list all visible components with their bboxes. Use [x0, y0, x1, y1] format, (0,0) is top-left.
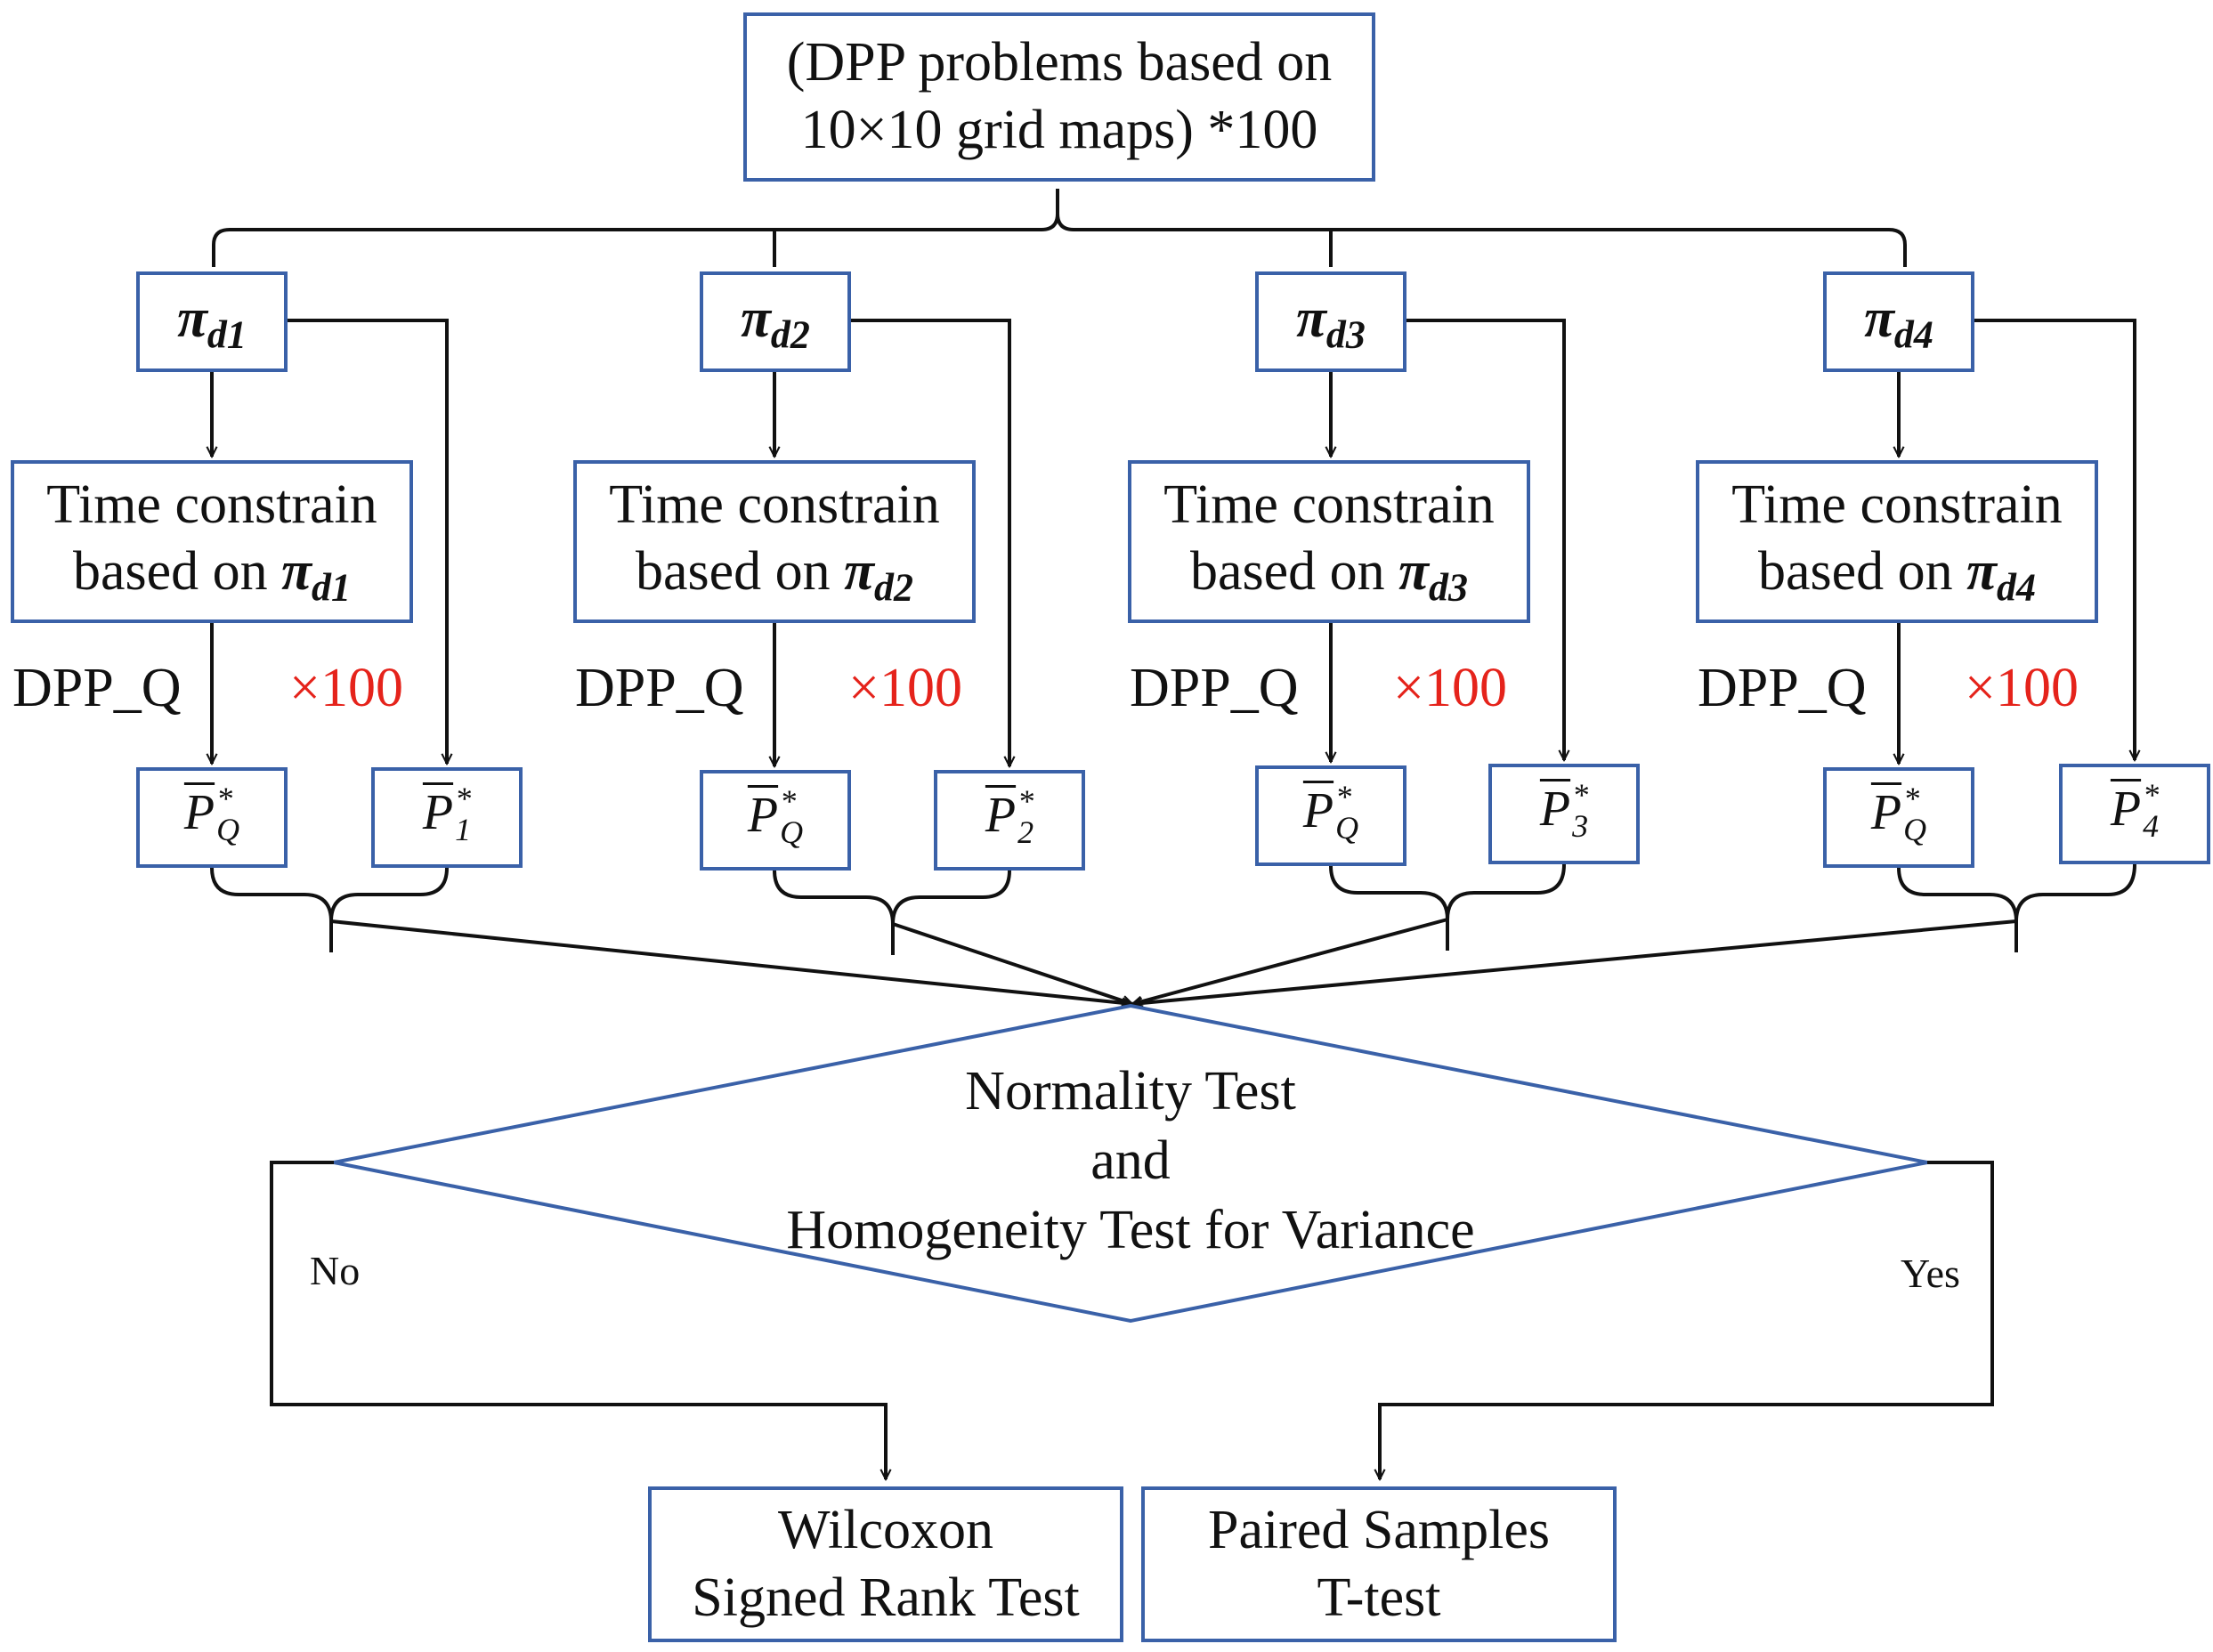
merge-arrow-d2: [892, 922, 1132, 1004]
p-q-box-d3: P*Q: [1255, 765, 1406, 866]
time-constrain-d3-box: Time constrain based on πd3: [1128, 460, 1530, 623]
decision-diamond: [333, 1003, 1928, 1324]
times-100-label-d3: ×100: [1393, 658, 1507, 718]
p-q-value-d4: P*Q: [1870, 781, 1927, 847]
decision-text: Normality Test and Homogeneity Test for …: [690, 1064, 1571, 1277]
time-constrain-d1-line1: Time constrain: [46, 474, 377, 535]
time-constrain-d2-line1: Time constrain: [609, 474, 940, 535]
no-label: No: [310, 1248, 361, 1293]
time-constrain-d4-line1: Time constrain: [1731, 474, 2063, 535]
time-constrain-d4-box: Time constrain based on πd4: [1696, 460, 2098, 623]
no-branch-line: [270, 1161, 886, 1479]
p-4-value: P*4: [2110, 777, 2160, 844]
pi-d4-label: πd4: [1864, 287, 1933, 356]
p-q-box-d2: P*Q: [700, 770, 851, 871]
merge-arrow-d1: [330, 919, 1132, 1004]
time-constrain-d3-line1: Time constrain: [1163, 474, 1495, 535]
time-constrain-d3-line2: based on πd3: [1189, 541, 1469, 610]
decision-line1: Normality Test: [965, 1061, 1296, 1122]
time-constrain-d4-line2: based on πd4: [1757, 541, 2037, 610]
arrow-pi-to-p1: [288, 319, 447, 764]
yes-branch-line: [1380, 1161, 1994, 1479]
paired-samples-box: Paired Samples T-test: [1141, 1486, 1617, 1642]
brace-d4: [1897, 863, 2136, 922]
time-constrain-d1-box: Time constrain based on πd1: [11, 460, 413, 623]
paired-line1: Paired Samples: [1208, 1499, 1550, 1560]
times-100-label-d4: ×100: [1965, 658, 2079, 718]
brace-d2: [773, 870, 1011, 925]
dpp-problems-box: (DPP problems based on 10×10 grid maps) …: [743, 12, 1375, 182]
brace-d1: [210, 867, 449, 922]
dpp-problems-line1: (DPP problems based on: [786, 32, 1333, 93]
paired-line2: T-test: [1317, 1567, 1441, 1628]
pi-d3-label: πd3: [1296, 287, 1366, 356]
time-constrain-d2-box: Time constrain based on πd2: [573, 460, 976, 623]
yes-label: Yes: [1901, 1251, 1960, 1296]
time-constrain-d2-line2: based on πd2: [635, 541, 914, 610]
dpp-q-label-d1: DPP_Q: [12, 658, 182, 718]
pi-d3-box: πd3: [1255, 271, 1406, 372]
decision-line3: Homogeneity Test for Variance: [786, 1200, 1475, 1260]
top-brace: [212, 189, 1907, 267]
p-3-value: P*3: [1539, 777, 1589, 844]
merge-arrow-d3: [1132, 918, 1448, 1004]
p-q-value-d1: P*Q: [183, 781, 240, 847]
p-q-box-d1: P*Q: [136, 767, 288, 868]
arrow-pi-to-p3: [1406, 319, 1564, 760]
p-1-box: P*1: [371, 767, 523, 868]
merge-arrow-d4: [1132, 919, 2017, 1004]
p-4-box: P*4: [2059, 764, 2210, 864]
brace-d3: [1329, 863, 1566, 920]
p-2-box: P*2: [934, 770, 1085, 871]
wilcoxon-line2: Signed Rank Test: [692, 1567, 1080, 1628]
decision-line2: and: [1090, 1130, 1171, 1191]
time-constrain-d1-line2: based on πd1: [72, 541, 352, 610]
p-q-box-d4: P*Q: [1823, 767, 1974, 868]
p-q-value-d3: P*Q: [1302, 779, 1359, 846]
times-100-label-d2: ×100: [848, 658, 962, 718]
pi-d1-label: πd1: [177, 287, 247, 356]
wilcoxon-box: Wilcoxon Signed Rank Test: [648, 1486, 1123, 1642]
pi-d2-label: πd2: [741, 287, 810, 356]
dpp-q-label-d2: DPP_Q: [575, 658, 744, 718]
arrow-pi-to-p4: [1974, 319, 2135, 760]
p-1-value: P*1: [422, 781, 472, 847]
p-q-value-d2: P*Q: [747, 783, 804, 850]
pi-d2-box: πd2: [700, 271, 851, 372]
arrow-pi-to-p2: [851, 319, 1009, 766]
pi-d1-box: πd1: [136, 271, 288, 372]
pi-d4-box: πd4: [1823, 271, 1974, 372]
dpp-q-label-d4: DPP_Q: [1698, 658, 1867, 718]
dpp-problems-line2: 10×10 grid maps) *100: [800, 100, 1318, 160]
p-2-value: P*2: [985, 783, 1034, 850]
p-3-box: P*3: [1488, 764, 1640, 864]
dpp-q-label-d3: DPP_Q: [1130, 658, 1299, 718]
wilcoxon-line1: Wilcoxon: [777, 1499, 993, 1560]
times-100-label-d1: ×100: [289, 658, 403, 718]
